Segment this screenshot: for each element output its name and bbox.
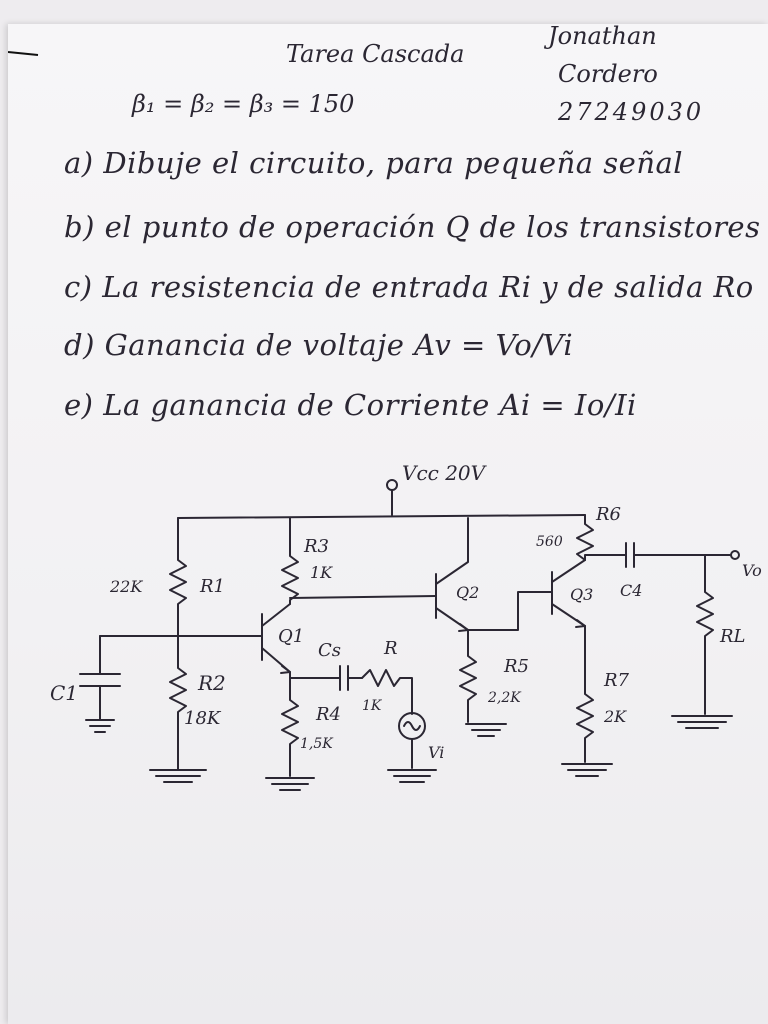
beta-values: β₁ = β₂ = β₃ = 150 xyxy=(132,90,355,118)
ground-r4 xyxy=(265,777,315,791)
ground-c1 xyxy=(85,719,115,733)
vo-label: Vo xyxy=(742,561,762,580)
rl-resistor xyxy=(696,554,714,715)
c1-label: C1 xyxy=(50,681,78,705)
vi-label: Vi xyxy=(428,743,444,762)
question-e: e) La ganancia de Corriente Ai = Io/Ii xyxy=(64,388,637,422)
ground-rl xyxy=(671,715,733,729)
r7-label: R7 xyxy=(603,670,630,691)
r-value: 1K xyxy=(362,698,383,714)
question-d: d) Ganancia de voltaje Av = Vo/Vi xyxy=(64,328,574,362)
q3-label: Q3 xyxy=(570,585,593,604)
r6-value: 560 xyxy=(536,534,563,550)
c1-capacitor xyxy=(79,635,121,721)
r5-label: R5 xyxy=(503,656,529,677)
r-label: R xyxy=(383,638,398,659)
q1-emitter-wire xyxy=(289,671,333,679)
r1-resistor xyxy=(169,517,187,637)
q1-collector-wire xyxy=(289,595,437,599)
tape-mark xyxy=(8,51,39,56)
paper-sheet xyxy=(8,24,768,1024)
cs-capacitor xyxy=(331,665,363,691)
q3-collector-wire xyxy=(584,554,621,561)
assignment-title: Tarea Cascada xyxy=(286,40,465,68)
r7-value: 2K xyxy=(603,707,627,726)
student-id: 27249030 xyxy=(558,98,705,126)
r3-label: R3 xyxy=(303,536,329,557)
vcc-terminal xyxy=(386,479,398,516)
q2-emitter-wire xyxy=(467,591,553,631)
vi-source xyxy=(387,712,437,783)
r5-value: 2,2K xyxy=(487,690,522,706)
r5-resistor xyxy=(459,629,477,723)
r2-value: 18K xyxy=(184,708,222,729)
r4-resistor xyxy=(281,677,299,777)
r6-label: R6 xyxy=(595,504,621,525)
ground-r5 xyxy=(465,723,507,737)
r2-label: R2 xyxy=(197,671,226,695)
question-b: b) el punto de operación Q de los transi… xyxy=(64,210,761,244)
rl-label: RL xyxy=(719,626,746,647)
question-c: c) La resistencia de entrada Ri y de sal… xyxy=(64,270,754,304)
r4-value: 1,5K xyxy=(300,736,334,752)
r2-resistor xyxy=(169,635,187,771)
vo-terminal xyxy=(730,550,740,560)
vcc-label: Vcc 20V xyxy=(402,461,488,485)
vcc-rail xyxy=(177,514,586,519)
r3-value: 1K xyxy=(310,563,333,582)
c4-capacitor xyxy=(619,542,731,568)
r-series-resistor xyxy=(361,669,413,715)
q2-label: Q2 xyxy=(456,583,479,602)
question-a: a) Dibuje el circuito, para pequeña seña… xyxy=(64,146,684,180)
author-last-name: Cordero xyxy=(558,60,658,88)
cs-label: Cs xyxy=(318,640,341,661)
author-first-name: Jonathan xyxy=(548,22,657,50)
q2-transistor xyxy=(435,517,469,632)
ground-r2 xyxy=(149,769,207,783)
r1-value: 22K xyxy=(109,577,143,596)
r3-resistor xyxy=(281,517,299,605)
r6-resistor xyxy=(576,514,594,561)
r4-label: R4 xyxy=(315,704,341,725)
r1-label: R1 xyxy=(199,576,225,597)
r7-resistor xyxy=(576,625,594,763)
c4-label: C4 xyxy=(620,581,642,600)
q1-label: Q1 xyxy=(278,626,304,647)
ground-r7 xyxy=(561,763,613,777)
